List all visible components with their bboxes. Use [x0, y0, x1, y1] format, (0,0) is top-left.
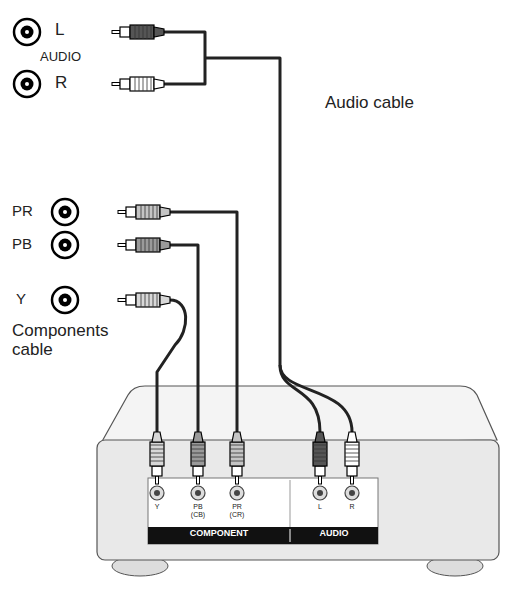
cable [157, 32, 352, 432]
rca-plug [150, 432, 164, 484]
jack-label: PB [12, 236, 32, 253]
port-label: R [340, 503, 364, 511]
port-label: PR (CR) [225, 503, 249, 518]
rca-plug [230, 432, 244, 484]
rca-plug [112, 25, 164, 39]
rca-plug [345, 432, 359, 484]
jack-label: PR [12, 203, 33, 220]
panel-heading: AUDIO [294, 529, 374, 539]
rca-plug [118, 205, 170, 219]
component-jack [52, 232, 78, 258]
panel-heading: COMPONENT [154, 529, 284, 539]
rca-plug [112, 77, 164, 91]
jack-label: R [55, 74, 67, 93]
rca-plug [118, 293, 170, 307]
component-jack [52, 287, 78, 313]
cable-label: Components cable [12, 322, 124, 359]
rca-plug [118, 238, 170, 252]
cable-label: Audio cable [325, 94, 414, 113]
port-label: L [308, 503, 332, 511]
rca-plug [191, 432, 205, 484]
jack-label: L [55, 21, 64, 40]
jack-group-label: AUDIO [40, 50, 81, 64]
port-label: Y [145, 503, 169, 511]
audio-jack [14, 71, 40, 97]
component-jack [52, 199, 78, 225]
port-label: PB (CB) [186, 503, 210, 518]
jack-label: Y [16, 291, 26, 308]
rca-plug [313, 432, 327, 484]
audio-jack [14, 19, 40, 45]
